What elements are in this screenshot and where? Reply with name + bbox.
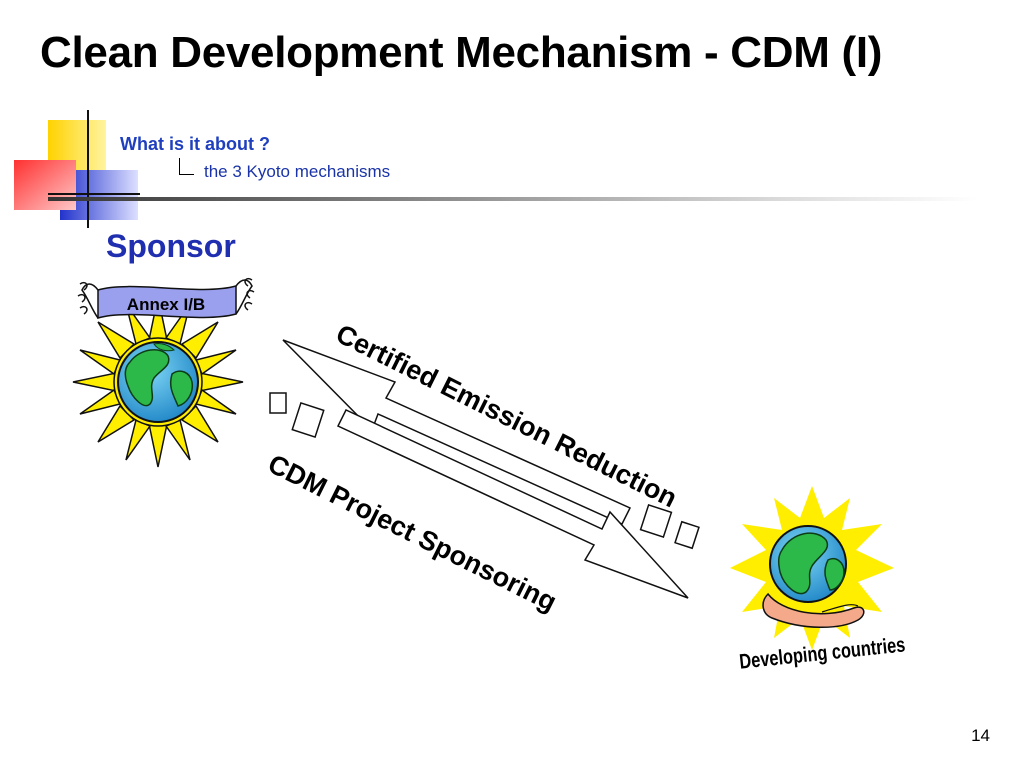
header-divider bbox=[48, 197, 978, 201]
globe-in-hand-icon bbox=[730, 486, 894, 650]
developing-countries-label: Developing countries bbox=[738, 632, 906, 673]
section-heading: What is it about ? bbox=[120, 134, 270, 154]
glyph-boxes-left bbox=[269, 392, 325, 438]
scroll-banner-icon bbox=[77, 277, 255, 320]
sun-globe-icon bbox=[72, 296, 244, 468]
sponsor-label: Sponsor bbox=[106, 228, 236, 264]
tree-connector bbox=[179, 158, 194, 175]
sponsoring-arrow bbox=[336, 409, 689, 599]
page-number: 14 bbox=[971, 726, 990, 745]
corner-decoration bbox=[14, 110, 140, 228]
slide-title: Clean Development Mechanism - CDM (I) bbox=[40, 28, 883, 77]
section-subitem: the 3 Kyoto mechanisms bbox=[204, 162, 391, 181]
sponsor-banner-label: Annex I/B bbox=[127, 295, 205, 314]
glyph-boxes-right bbox=[639, 503, 700, 550]
